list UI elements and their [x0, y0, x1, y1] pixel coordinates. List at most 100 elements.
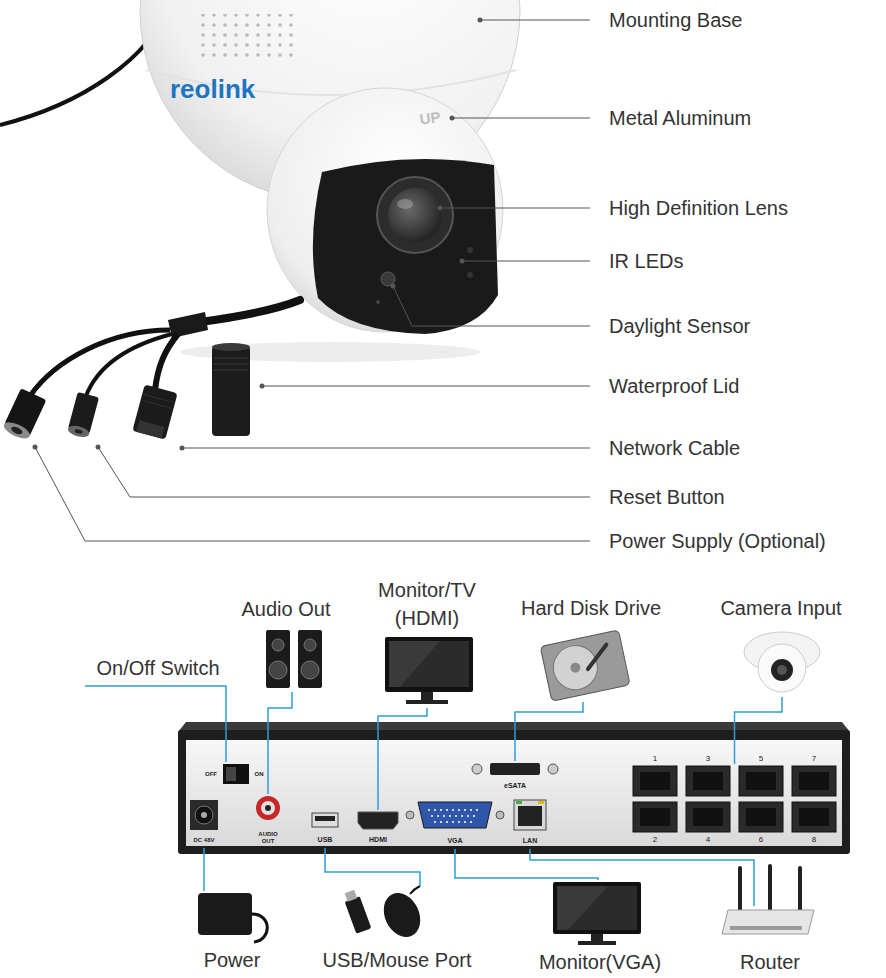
router-icon — [738, 868, 742, 914]
port-label: HDMI — [369, 836, 387, 844]
port-number: 1 — [653, 754, 657, 763]
hdmi-monitor-icon — [406, 700, 448, 704]
hdmi-port — [358, 812, 398, 829]
ir-led — [467, 272, 473, 278]
device-label: Hard Disk Drive — [521, 597, 661, 620]
leader-lines — [452, 118, 590, 119]
rj45-connector — [132, 384, 177, 439]
power-jack — [190, 800, 218, 830]
camera-ports — [633, 802, 677, 832]
hdmi-monitor-icon — [421, 692, 433, 700]
part-label: Daylight Sensor — [609, 315, 750, 338]
device-label: Monitor/TV (HDMI) — [365, 576, 489, 632]
hdmi-monitor-icon — [385, 637, 473, 692]
nvr-recorder — [178, 722, 850, 854]
part-label: IR LEDs — [609, 250, 683, 273]
camera-ports — [686, 802, 730, 832]
switch-label: OFF — [205, 771, 217, 778]
waterproof-lid — [214, 364, 248, 365]
device-label: Audio Out — [242, 598, 331, 621]
port-number: 5 — [759, 754, 763, 763]
router-icon — [730, 926, 802, 930]
vga-port — [406, 811, 414, 819]
camera-ports — [746, 808, 776, 826]
camera-ports — [686, 766, 730, 796]
part-label: Reset Button — [609, 486, 725, 509]
power-jack — [201, 812, 207, 818]
camera-ports — [633, 766, 836, 832]
router-icon — [768, 866, 772, 914]
connection-wires — [203, 848, 205, 891]
rj45-connector — [132, 384, 177, 439]
camera-ports — [799, 772, 829, 790]
port-number: 7 — [812, 754, 816, 763]
audio-port — [256, 796, 280, 820]
vga-port — [434, 821, 476, 823]
port-label: DC 48V — [193, 837, 214, 844]
esata-port — [548, 764, 558, 774]
vga-monitor-icon — [557, 886, 608, 930]
port-label: LAN — [523, 837, 537, 845]
vga-port — [431, 815, 479, 817]
device-label: Power — [204, 949, 261, 972]
camera-ports — [640, 808, 670, 826]
lens-ring — [377, 177, 453, 253]
camera-face — [313, 159, 498, 334]
port-number: 6 — [759, 835, 763, 844]
lan-port — [518, 806, 542, 826]
leader-dots — [391, 284, 396, 289]
connection-wires — [85, 686, 226, 762]
connection-wires — [325, 848, 420, 886]
vent-holes — [200, 14, 300, 62]
rj45-connector — [136, 420, 164, 438]
port-number: 4 — [706, 835, 710, 844]
vga-monitor-icon — [578, 941, 616, 945]
waterproof-lid — [214, 370, 248, 371]
rj45-connector — [144, 395, 173, 403]
vga-port — [418, 802, 492, 828]
camera-ports — [799, 808, 829, 826]
audio-port — [265, 805, 271, 811]
dc-power-connector — [10, 425, 23, 436]
power-jack — [195, 806, 213, 824]
microphone-hole — [376, 300, 380, 304]
part-label: High Definition Lens — [609, 197, 788, 220]
lens-highlight — [397, 199, 413, 209]
part-label: Waterproof Lid — [609, 375, 739, 398]
usb-port — [315, 816, 335, 821]
hdmi-monitor-icon — [385, 637, 473, 704]
power-adapter-icon — [198, 893, 267, 942]
vga-port — [406, 802, 504, 828]
speaker-icon — [266, 630, 322, 688]
leader-lines — [98, 447, 590, 497]
port-label: VGA — [447, 837, 462, 845]
leader-lines — [35, 447, 590, 541]
connection-wires — [268, 692, 292, 794]
hdmi-monitor-icon — [389, 641, 440, 687]
ir-led — [467, 247, 473, 253]
power-switch — [223, 764, 249, 784]
leader-lines — [262, 386, 590, 387]
leader-dots — [460, 259, 465, 264]
audio-port — [256, 796, 280, 820]
part-label: Power Supply (Optional) — [609, 530, 826, 553]
port-label: eSATA — [504, 782, 526, 790]
embossed-mark: UP — [418, 108, 441, 128]
lan-port — [538, 801, 544, 804]
speaker-icon — [269, 661, 287, 679]
lan-port — [514, 800, 546, 830]
leader-dots — [478, 18, 483, 23]
usb-port — [312, 813, 338, 827]
camera-ports — [792, 802, 836, 832]
waterproof-lid — [214, 358, 248, 359]
camera-illustration — [0, 0, 520, 442]
rj45-connector — [143, 400, 172, 408]
hard-disk-icon — [540, 630, 630, 701]
connection-wires — [455, 849, 598, 880]
esata-port — [472, 763, 558, 775]
waterproof-lid — [212, 346, 250, 436]
hard-disk-icon — [569, 662, 581, 674]
router-icon — [798, 868, 802, 914]
